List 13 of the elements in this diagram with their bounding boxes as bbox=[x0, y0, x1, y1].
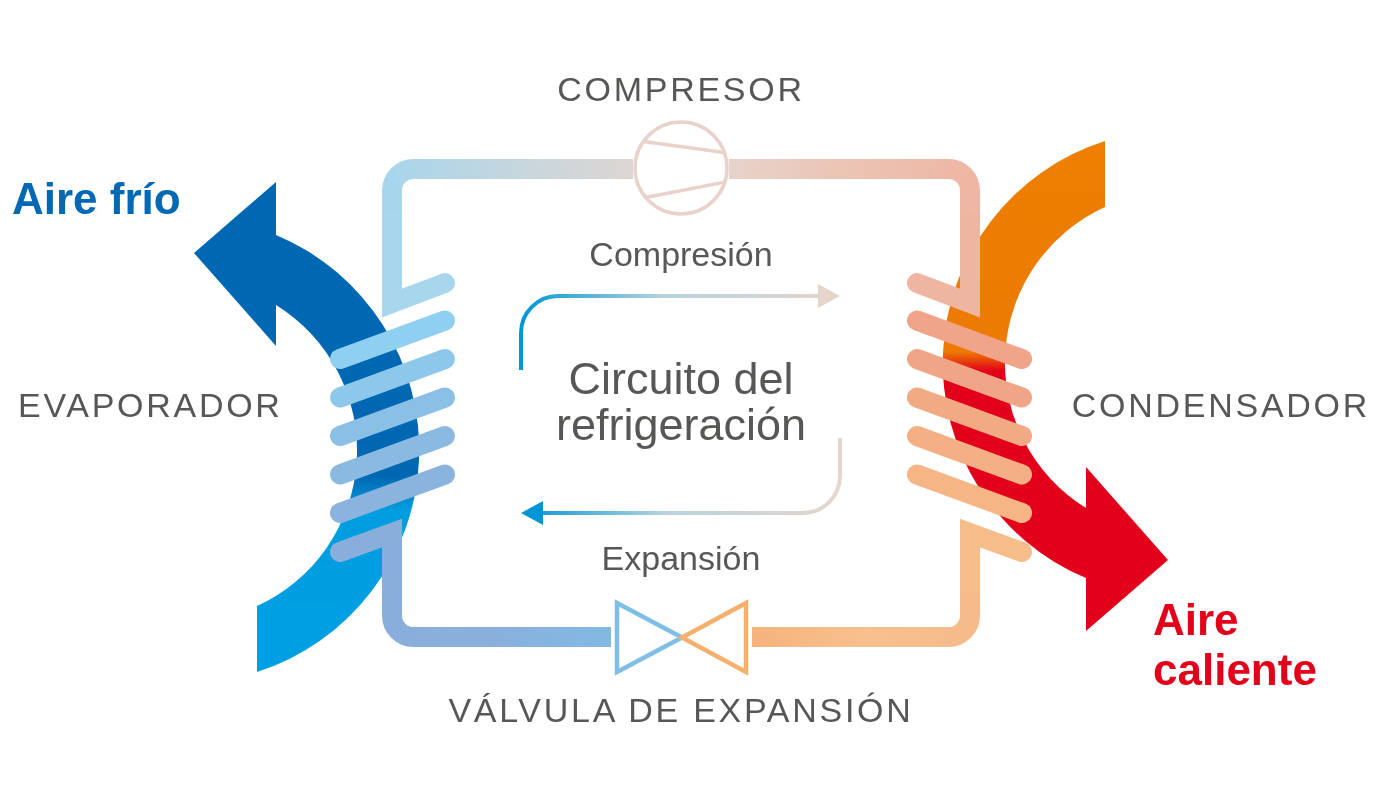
hot-air-label: Aire caliente bbox=[1153, 595, 1318, 695]
component-label: COMPRESOR bbox=[557, 72, 805, 106]
compressor-symbol bbox=[633, 120, 729, 216]
refrigerant-pipe bbox=[729, 159, 980, 212]
cold-air-label: Aire frío bbox=[12, 174, 181, 224]
circuit-title: Circuito del refrigeración bbox=[554, 356, 808, 448]
component-label: VÁLVULA DE EXPANSIÓN bbox=[448, 693, 914, 727]
process-label: Compresión bbox=[589, 237, 773, 271]
process-label: Expansión bbox=[601, 541, 761, 575]
refrigerant-pipe bbox=[382, 594, 611, 647]
refrigerant-pipe bbox=[382, 159, 633, 212]
component-label: EVAPORADOR bbox=[18, 388, 283, 422]
component-label: CONDENSADOR bbox=[1071, 388, 1370, 422]
